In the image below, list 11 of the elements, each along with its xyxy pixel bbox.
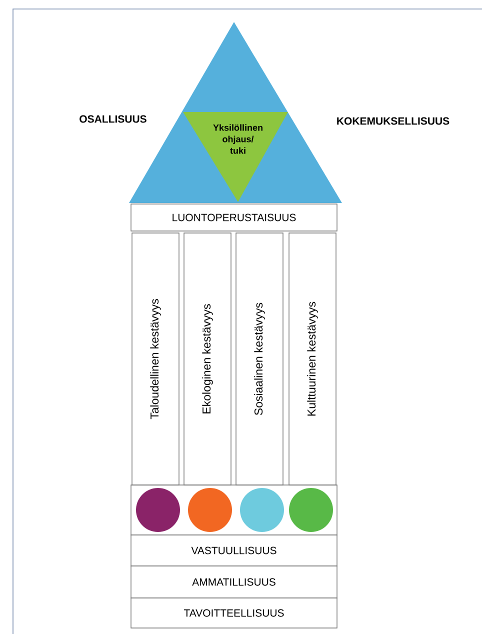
label-box: TAVOITTEELLISUUS (130, 598, 338, 628)
label-box: LUONTOPERUSTAISUUS (130, 204, 338, 232)
side-label: KOKEMUKSELLISUUS (337, 117, 450, 125)
pillar-box: Taloudellinen kestävyys (132, 232, 180, 486)
side-label: OSALLISUUS (80, 115, 146, 123)
label-box: VASTUULLISUUS (130, 534, 338, 566)
pillar-box: Sosiaalinen kestävyys (236, 232, 284, 486)
center-triangle: Yksilöllinen ohjaus/ tuki (183, 112, 288, 202)
pillar-box: Kulttuurinen kestävyys (288, 232, 336, 486)
pillar-box: Ekologinen kestävyys (184, 232, 232, 486)
label-box: AMMATILLISUUS (130, 566, 338, 598)
